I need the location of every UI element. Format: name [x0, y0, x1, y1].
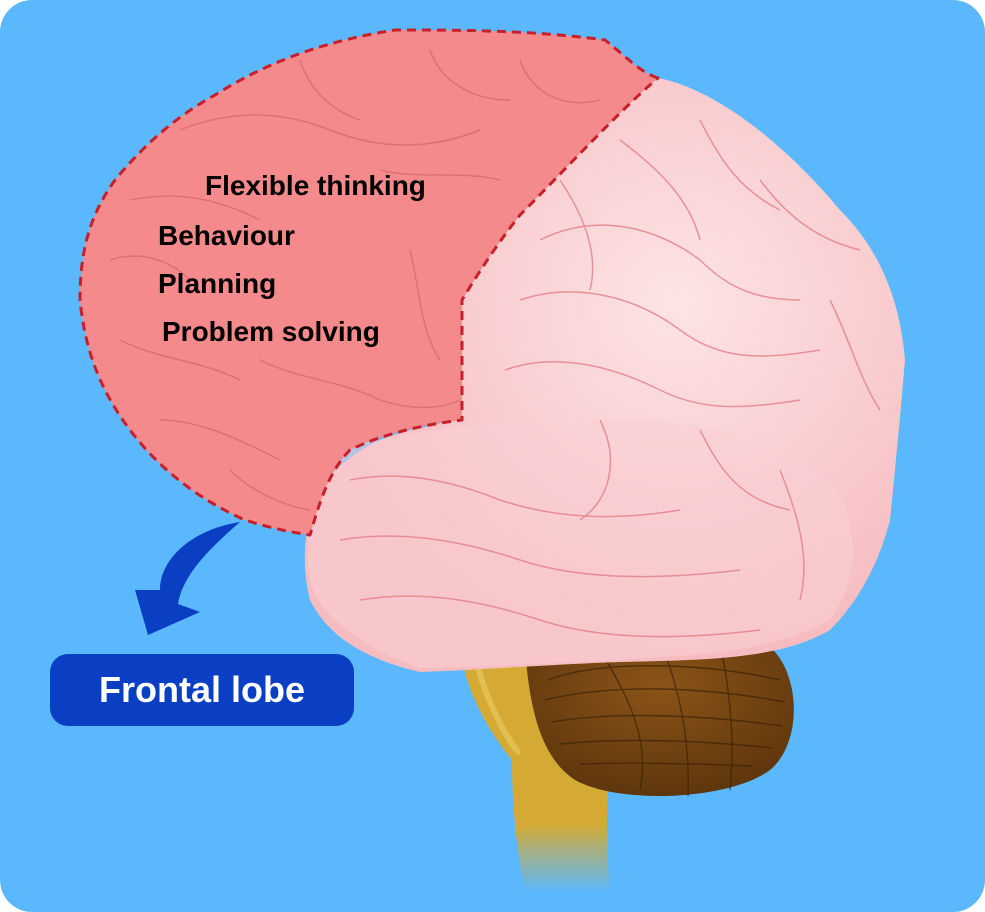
frontal-lobe	[78, 28, 660, 537]
function-label-planning: Planning	[158, 268, 277, 299]
frontal-lobe-badge: Frontal lobe	[50, 654, 354, 726]
frontal-lobe-label: Frontal lobe	[99, 669, 305, 710]
function-label-problem-solving: Problem solving	[162, 316, 380, 347]
function-label-behaviour: Behaviour	[158, 220, 295, 251]
brainstem	[462, 650, 612, 892]
function-label-flexible-thinking: Flexible thinking	[205, 170, 426, 201]
arrow-icon	[135, 522, 240, 635]
